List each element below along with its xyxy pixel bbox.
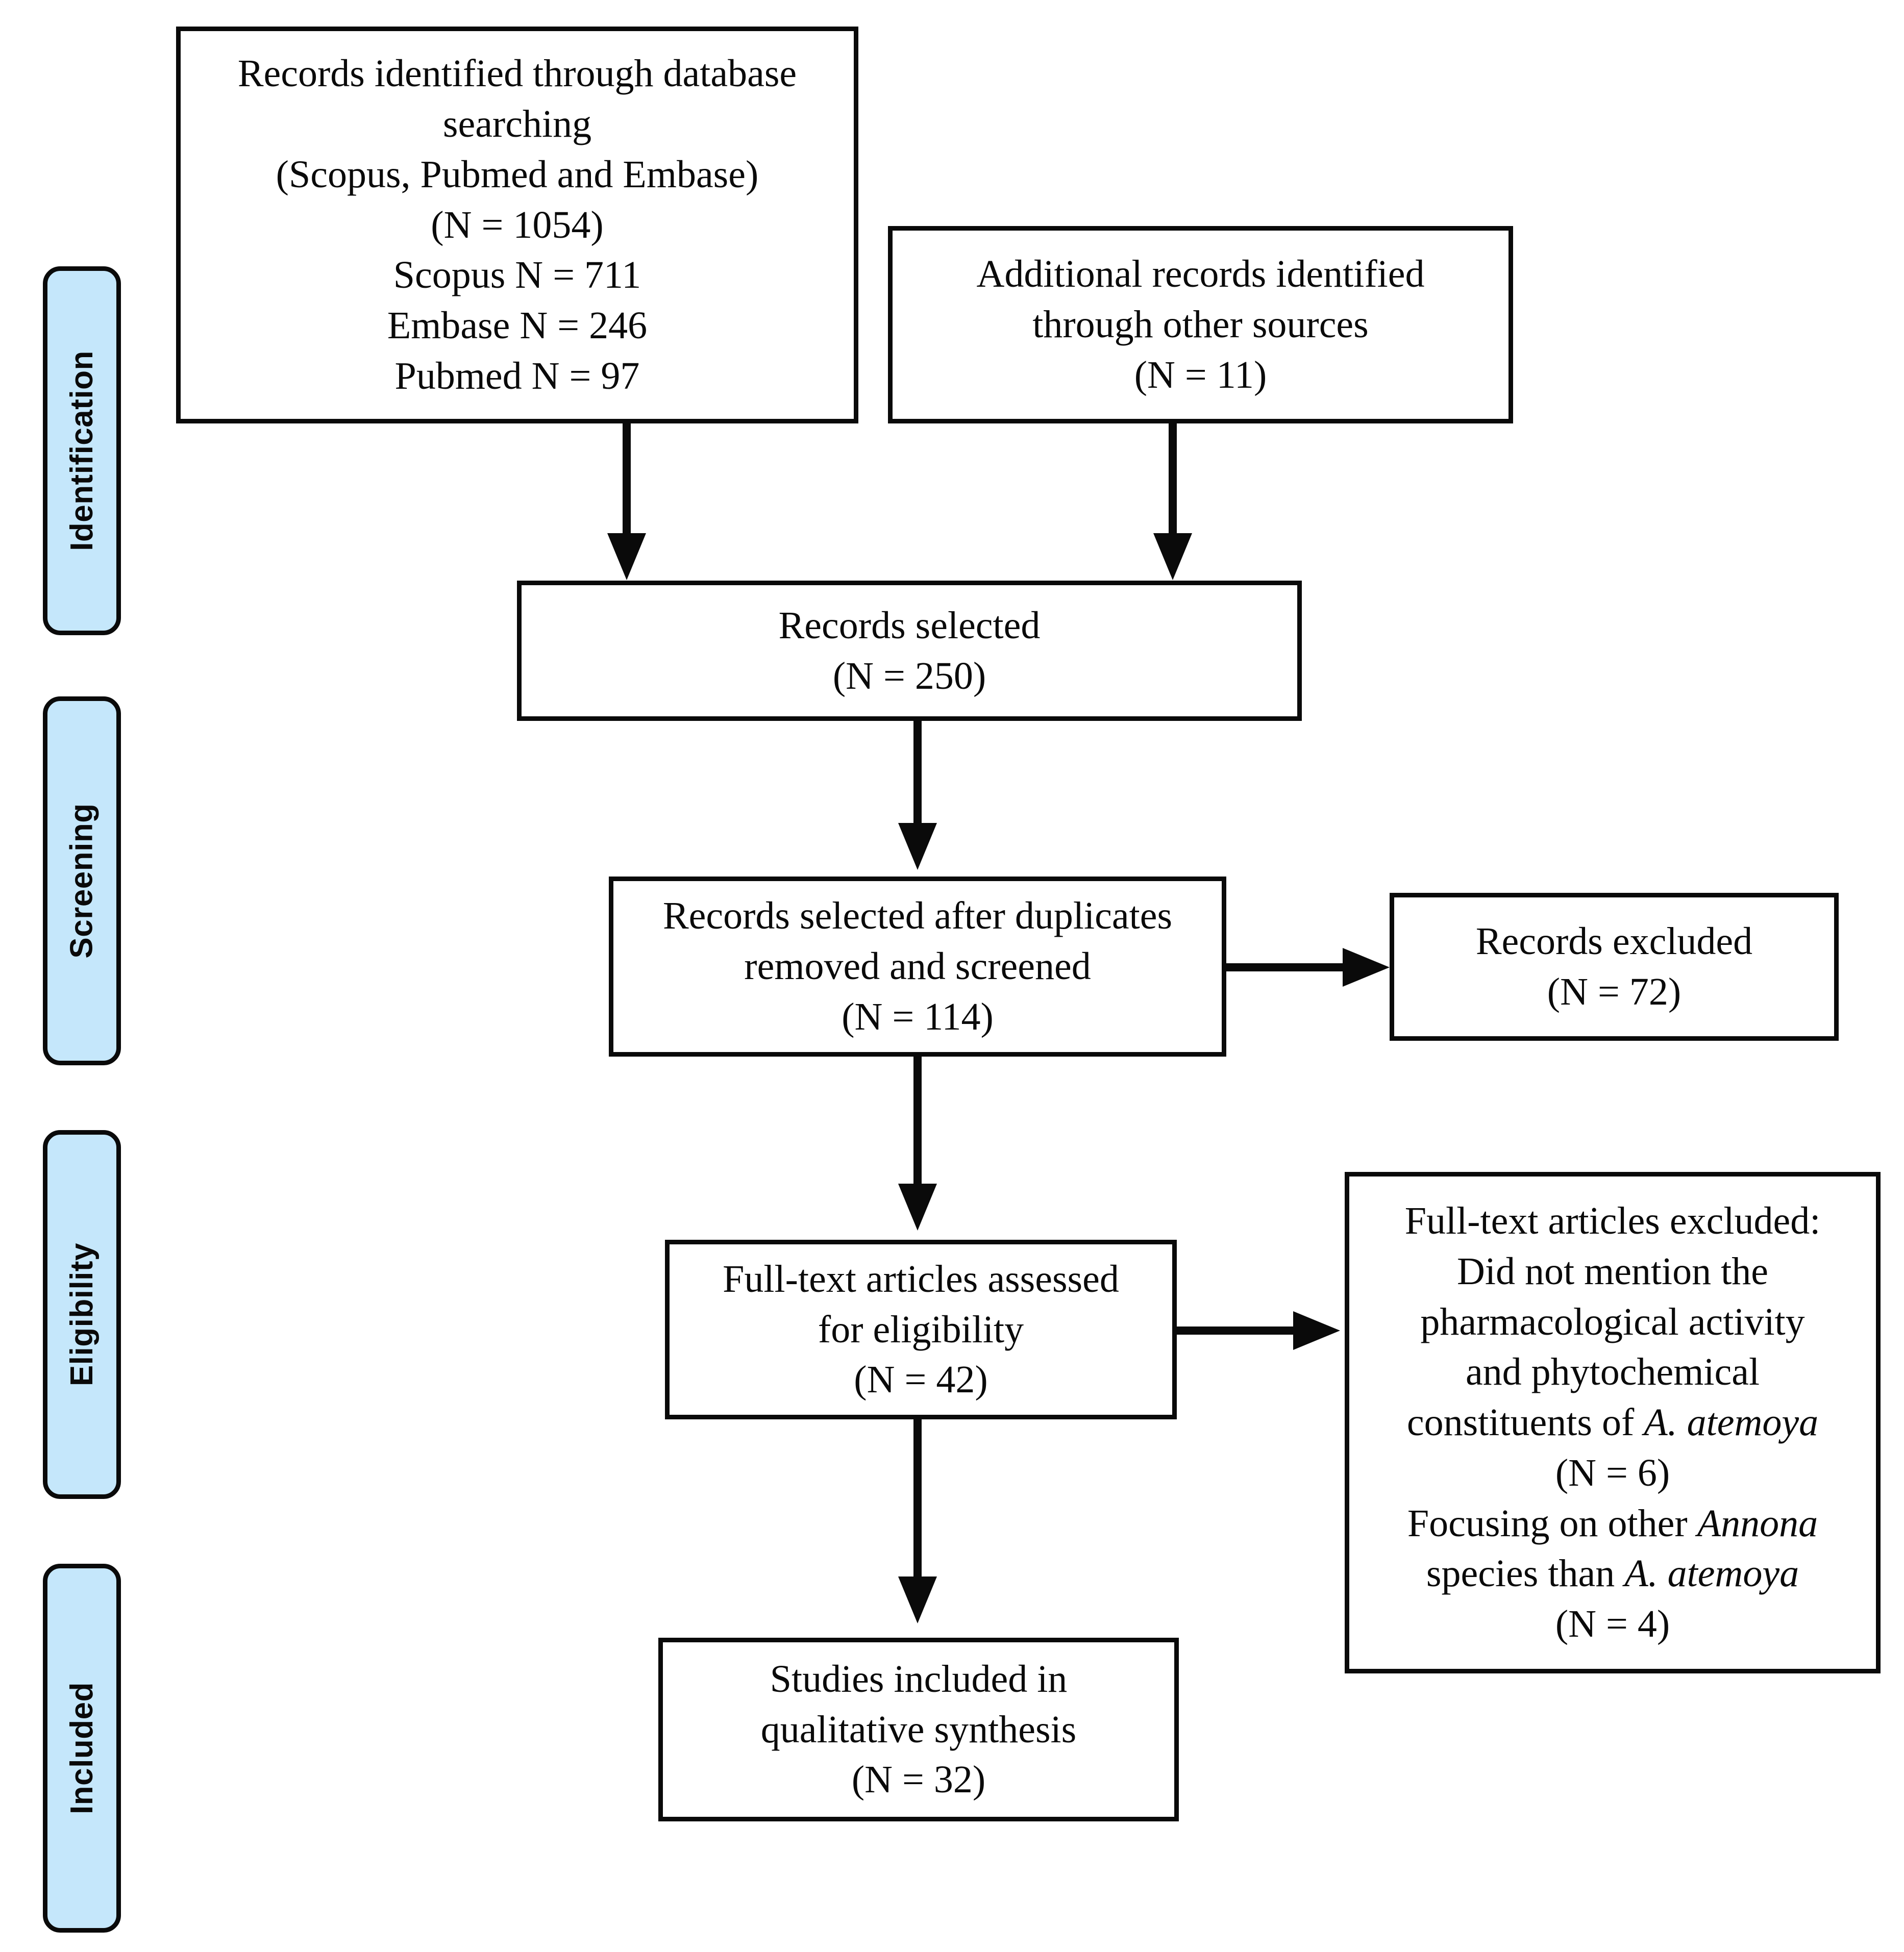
box-records-selected-after-duplicates[interactable]: Records selected after duplicates remove… [609, 877, 1226, 1057]
arrow-fulltext-to-excluded-head [1293, 1311, 1340, 1350]
box-records-excluded[interactable]: Records excluded (N = 72) [1390, 893, 1839, 1041]
box-records-selected-text: Records selected (N = 250) [778, 604, 1041, 697]
arrow-screened-to-fulltext-head [898, 1184, 937, 1231]
arrow-database-to-selected-head [607, 533, 646, 580]
stage-pill-screening[interactable]: Screening [43, 696, 121, 1065]
box-fulltext-articles-excluded[interactable]: Full-text articles excluded:Did not ment… [1345, 1172, 1881, 1673]
box-fulltext-assessed-eligibility-text: Full-text articles assessed for eligibil… [723, 1257, 1119, 1402]
box-additional-records-other-sources-text: Additional records identified through ot… [976, 253, 1425, 396]
arrow-other-to-selected-shaft [1169, 423, 1177, 548]
box-fulltext-articles-excluded-text: Full-text articles excluded:Did not ment… [1404, 1199, 1821, 1646]
arrow-selected-to-screened-shaft [913, 721, 922, 833]
box-records-identified-database-text: Records identified through database sear… [237, 52, 797, 397]
stage-label-screening: Screening [64, 803, 100, 959]
stage-label-included: Included [64, 1682, 100, 1814]
arrow-screened-to-excluded-shaft [1226, 963, 1354, 971]
stage-pill-eligibility[interactable]: Eligibility [43, 1130, 121, 1499]
box-records-excluded-text: Records excluded (N = 72) [1475, 920, 1753, 1013]
box-additional-records-other-sources[interactable]: Additional records identified through ot… [888, 226, 1513, 423]
arrow-other-to-selected-head [1153, 533, 1192, 580]
stage-label-eligibility: Eligibility [64, 1242, 100, 1387]
box-studies-included-qualitative-synthesis-text: Studies included in qualitative synthesi… [760, 1657, 1077, 1801]
arrow-fulltext-to-included-head [898, 1576, 937, 1623]
box-records-identified-database[interactable]: Records identified through database sear… [176, 27, 858, 423]
box-records-selected[interactable]: Records selected (N = 250) [517, 581, 1302, 721]
box-fulltext-assessed-eligibility[interactable]: Full-text articles assessed for eligibil… [665, 1240, 1177, 1419]
arrow-screened-to-excluded-head [1343, 948, 1390, 987]
stage-pill-identification[interactable]: Identification [43, 266, 121, 635]
arrow-database-to-selected-shaft [623, 423, 631, 548]
arrow-fulltext-to-included-shaft [913, 1419, 922, 1583]
stage-pill-included[interactable]: Included [43, 1564, 121, 1933]
arrow-selected-to-screened-head [898, 823, 937, 870]
arrow-screened-to-fulltext-shaft [913, 1057, 922, 1194]
box-records-selected-after-duplicates-text: Records selected after duplicates remove… [662, 894, 1173, 1038]
arrow-fulltext-to-excluded-shaft [1177, 1327, 1304, 1335]
box-studies-included-qualitative-synthesis[interactable]: Studies included in qualitative synthesi… [658, 1638, 1179, 1821]
stage-label-identification: Identification [64, 351, 100, 551]
